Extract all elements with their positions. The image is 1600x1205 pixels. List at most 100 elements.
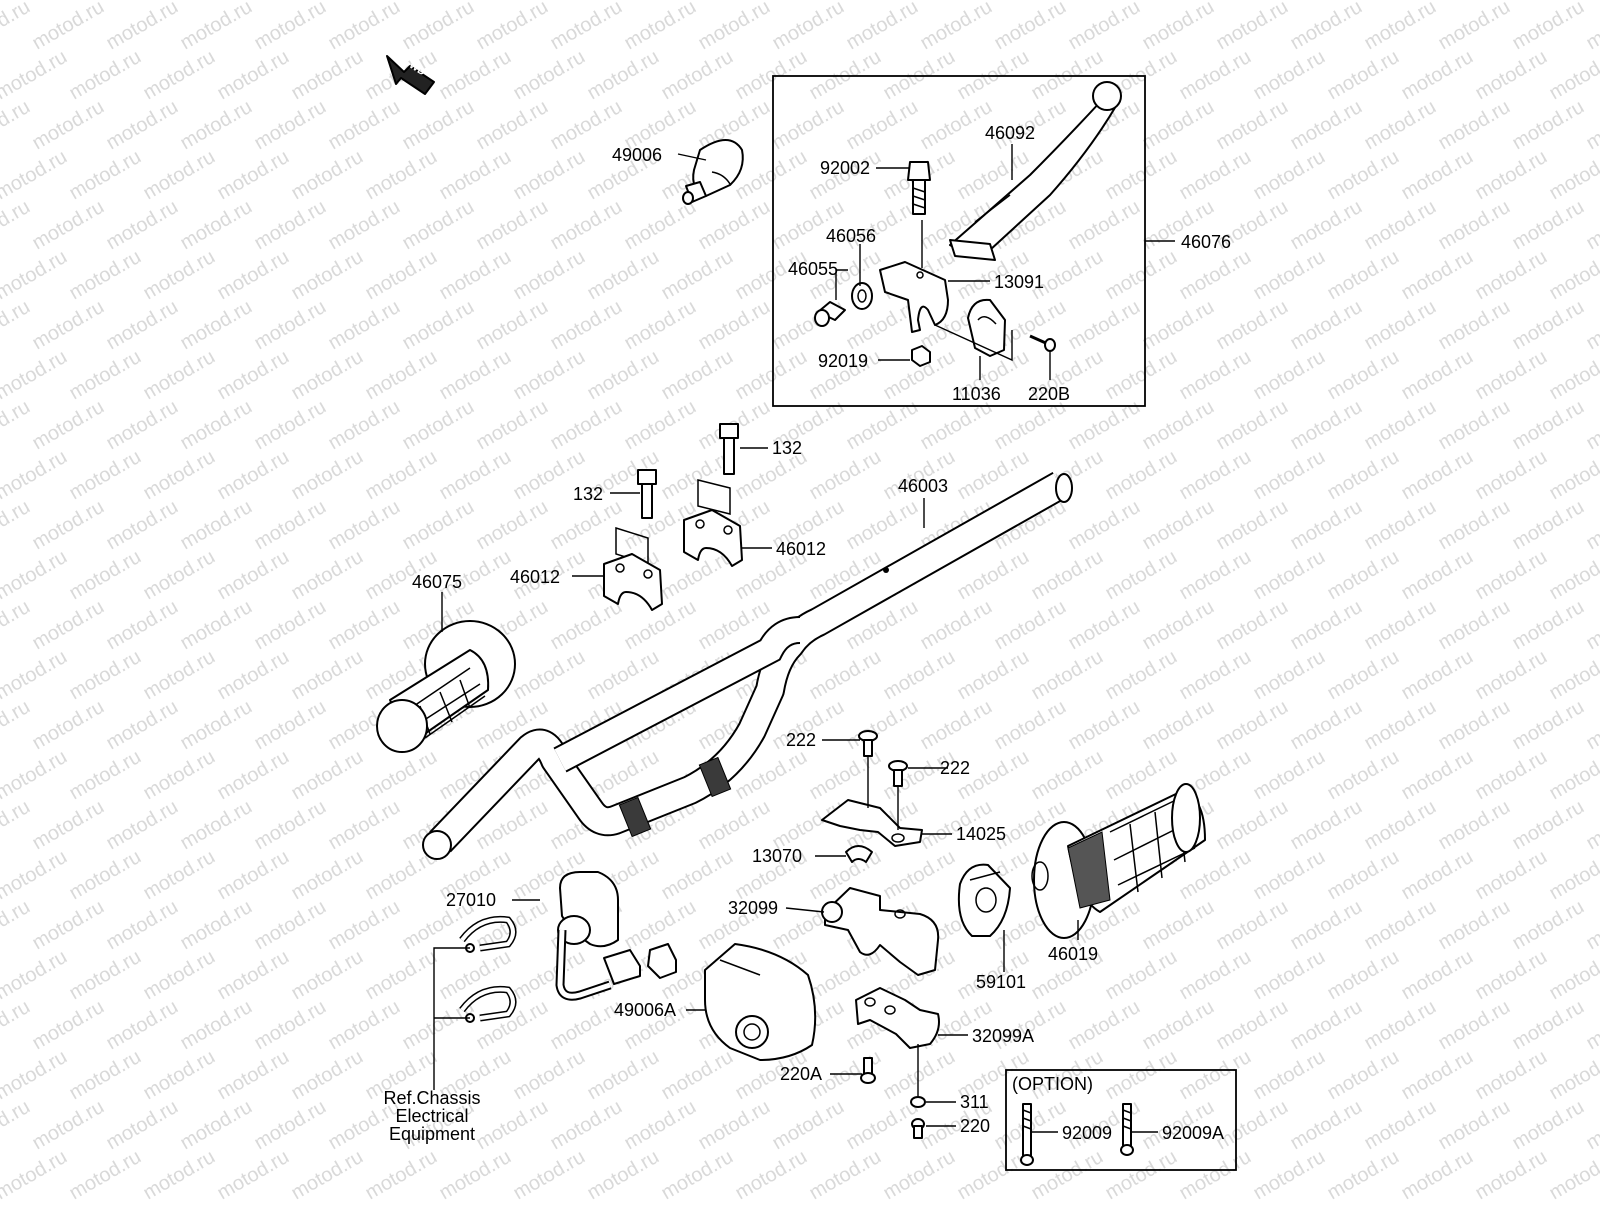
watermark-text: motod.ru	[251, 996, 330, 1055]
watermark-text: motod.ru	[1250, 746, 1329, 805]
watermark-text: motod.ru	[66, 546, 145, 605]
watermark-text: motod.ru	[1176, 946, 1255, 1005]
watermark-text: motod.ru	[1176, 1146, 1255, 1200]
watermark-text: motod.ru	[1546, 546, 1600, 605]
watermark-text: motod.ru	[695, 1196, 774, 1200]
watermark-text: motod.ru	[140, 146, 219, 205]
watermark-text: motod.ru	[1324, 846, 1403, 905]
watermark-text: motod.ru	[1435, 596, 1514, 655]
watermark-text: motod.ru	[0, 746, 71, 805]
watermark-text: motod.ru	[103, 496, 182, 555]
label-132-upper: 132	[772, 438, 802, 458]
watermark-text: motod.ru	[1287, 96, 1366, 155]
watermark-text: motod.ru	[251, 596, 330, 655]
watermark-text: motod.ru	[214, 446, 293, 505]
watermark-text: motod.ru	[1250, 946, 1329, 1005]
watermark-text: motod.ru	[1213, 796, 1292, 855]
clamp-11036	[968, 300, 1005, 356]
watermark-text: motod.ru	[1102, 446, 1181, 505]
watermark-text: motod.ru	[103, 896, 182, 955]
watermark-text: motod.ru	[1398, 746, 1477, 805]
label-13091: 13091	[994, 272, 1044, 292]
watermark-text: motod.ru	[29, 396, 108, 455]
watermark-text: motod.ru	[177, 1096, 256, 1155]
watermark-text: motod.ru	[1287, 896, 1366, 955]
watermark-text: motod.ru	[843, 696, 922, 755]
watermark-text: motod.ru	[1324, 346, 1403, 405]
watermark-text: motod.ru	[1287, 796, 1366, 855]
watermark-text: motod.ru	[917, 96, 996, 155]
watermark-text: motod.ru	[0, 296, 34, 355]
watermark-text: motod.ru	[1472, 246, 1551, 305]
watermark-text: motod.ru	[66, 246, 145, 305]
watermark-text: motod.ru	[1250, 846, 1329, 905]
watermark-text: motod.ru	[1398, 46, 1477, 105]
watermark-text: motod.ru	[1213, 596, 1292, 655]
watermark-text: motod.ru	[1583, 1196, 1600, 1200]
watermark-text: motod.ru	[1028, 746, 1107, 805]
watermark-text: motod.ru	[325, 396, 404, 455]
watermark-text: motod.ru	[177, 696, 256, 755]
watermark-text: motod.ru	[177, 796, 256, 855]
watermark-text: motod.ru	[1250, 646, 1329, 705]
watermark-text: motod.ru	[880, 846, 959, 905]
watermark-text: motod.ru	[1287, 996, 1366, 1055]
watermark-text: motod.ru	[1583, 96, 1600, 155]
watermark-text: motod.ru	[695, 296, 774, 355]
watermark-text: motod.ru	[991, 396, 1070, 455]
label-46056: 46056	[826, 226, 876, 246]
watermark-text: motod.ru	[806, 446, 885, 505]
watermark-text: motod.ru	[1398, 946, 1477, 1005]
watermark-text: motod.ru	[1213, 1196, 1292, 1200]
watermark-text: motod.ru	[1583, 996, 1600, 1055]
watermark-text: motod.ru	[214, 746, 293, 805]
watermark-text: motod.ru	[1287, 1096, 1366, 1155]
watermark-text: motod.ru	[1509, 996, 1588, 1055]
watermark-text: motod.ru	[103, 796, 182, 855]
watermark-text: motod.ru	[66, 946, 145, 1005]
label-46092: 46092	[985, 123, 1035, 143]
watermark-text: motod.ru	[510, 146, 589, 205]
watermark-text: motod.ru	[1065, 0, 1144, 54]
watermark-text: motod.ru	[214, 646, 293, 705]
watermark-text: motod.ru	[1324, 246, 1403, 305]
watermark-text: motod.ru	[251, 1196, 330, 1200]
watermark-text: motod.ru	[1472, 746, 1551, 805]
watermark-text: motod.ru	[29, 896, 108, 955]
watermark-text: motod.ru	[1546, 246, 1600, 305]
watermark-text: motod.ru	[436, 46, 515, 105]
watermark-text: motod.ru	[510, 646, 589, 705]
watermark-text: motod.ru	[1509, 1196, 1588, 1200]
watermark-text: motod.ru	[1435, 296, 1514, 355]
watermark-text: motod.ru	[695, 0, 774, 54]
watermark-text: motod.ru	[695, 1096, 774, 1155]
watermark-text: motod.ru	[1213, 696, 1292, 755]
watermark-text: motod.ru	[1509, 196, 1588, 255]
label-46075: 46075	[412, 572, 462, 592]
watermark-text: motod.ru	[1435, 1096, 1514, 1155]
watermark-text: motod.ru	[843, 1196, 922, 1200]
watermark-text: motod.ru	[362, 1146, 441, 1200]
watermark-text: motod.ru	[473, 1096, 552, 1155]
watermark-text: motod.ru	[1213, 1096, 1292, 1155]
watermark-text: motod.ru	[0, 246, 71, 305]
watermark-text: motod.ru	[1287, 596, 1366, 655]
watermark-text: motod.ru	[1435, 96, 1514, 155]
watermark-text: motod.ru	[547, 0, 626, 54]
watermark-text: motod.ru	[917, 596, 996, 655]
watermark-text: motod.ru	[1250, 0, 1329, 4]
watermark-text: motod.ru	[843, 496, 922, 555]
watermark-text: motod.ru	[288, 946, 367, 1005]
label-220A: 220A	[780, 1064, 822, 1084]
watermark-text: motod.ru	[103, 1196, 182, 1200]
watermark-text: motod.ru	[510, 1046, 589, 1105]
watermark-text: motod.ru	[29, 96, 108, 155]
watermark-text: motod.ru	[1139, 996, 1218, 1055]
reference-note-line-2: Electrical	[395, 1106, 468, 1126]
watermark-text: motod.ru	[584, 246, 663, 305]
watermark-text: motod.ru	[288, 846, 367, 905]
watermark-text: motod.ru	[362, 146, 441, 205]
watermark-text: motod.ru	[103, 0, 182, 54]
watermark-text: motod.ru	[140, 446, 219, 505]
